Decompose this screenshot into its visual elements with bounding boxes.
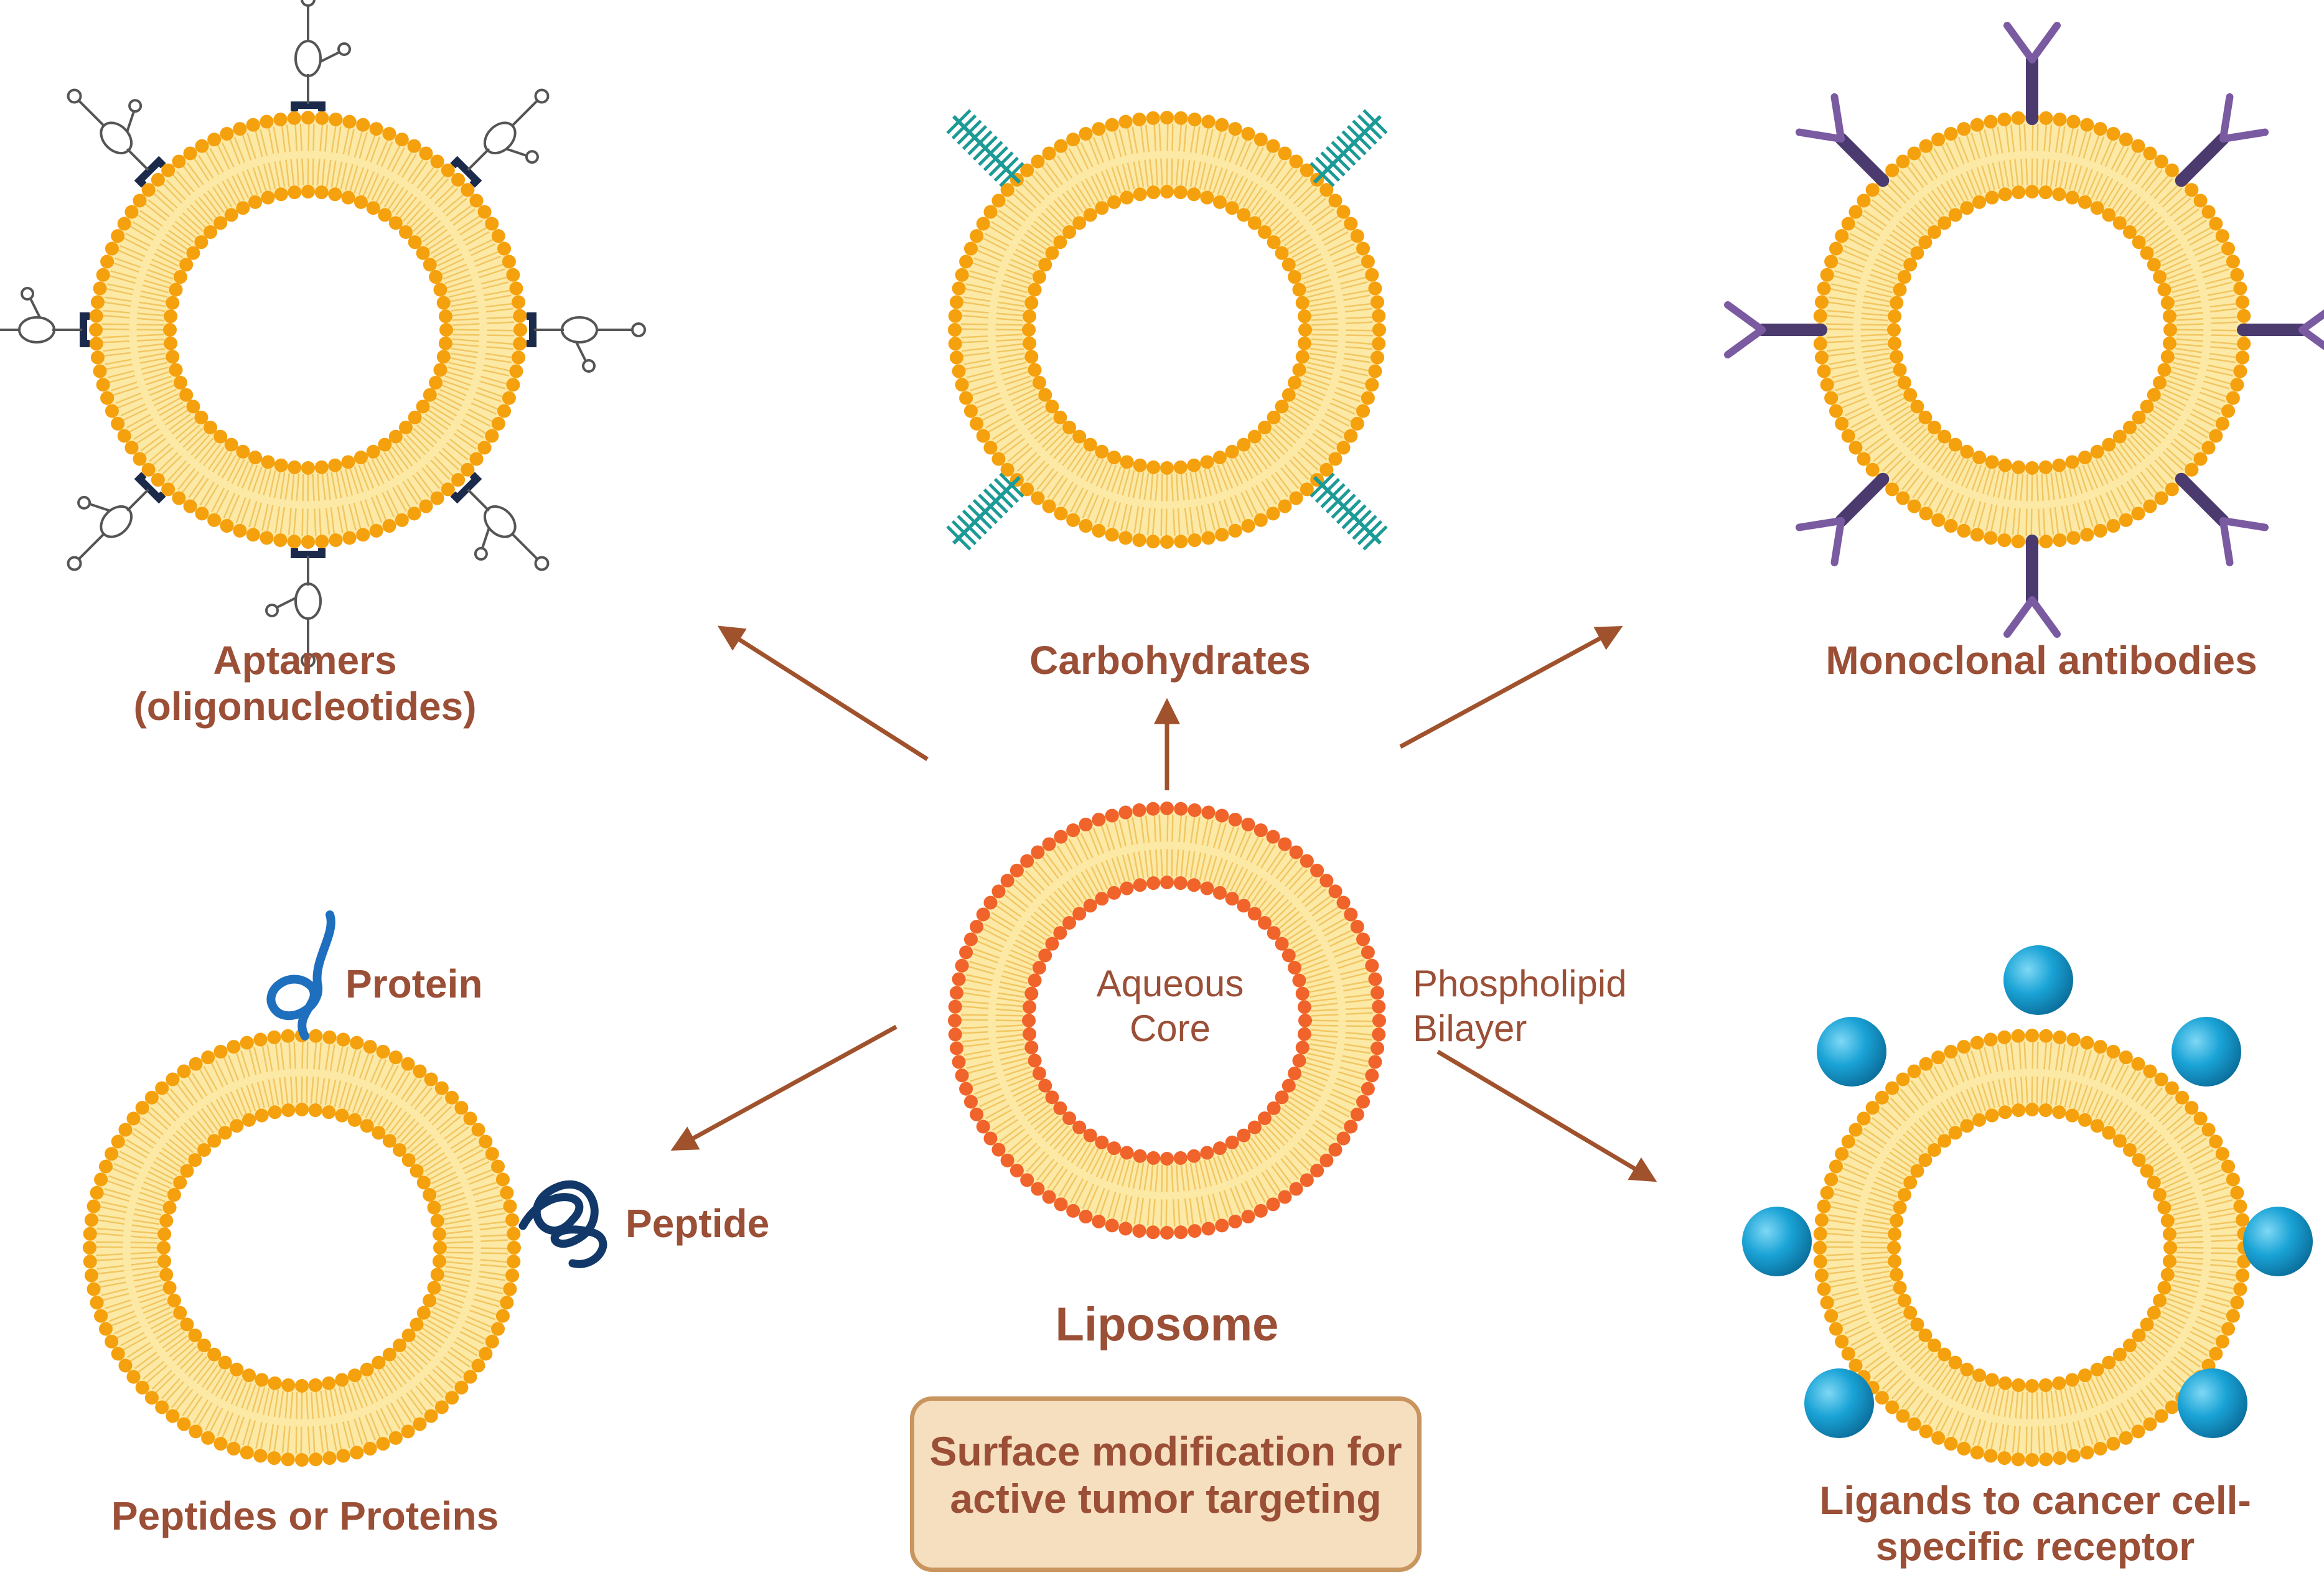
aptamer-4 [450,472,550,571]
antibody-4 [2175,472,2269,567]
aptamer-8 [67,88,166,188]
antibody-8 [1795,93,1890,187]
ligands-label: Ligands to cancer cell- specific recepto… [1780,1478,2290,1569]
aptamer-7 [0,287,90,347]
aptamer-liposome [89,111,527,549]
carbohydrate-2 [1310,109,1388,187]
aptamer-3 [527,312,646,373]
peptide-label: Peptide [626,1201,770,1246]
antibody-1 [2003,22,2061,125]
aptamer-5 [265,548,326,668]
liposomes-layer [83,111,2251,1467]
surface-ligands-layer [0,0,2324,1438]
aptamer-1 [291,0,351,111]
caption-box: Surface modification for active tumor ta… [910,1396,1422,1572]
carbohydrate-3 [1310,472,1388,551]
ligands-label-line2: specific receptor [1875,1523,2195,1569]
protein-label: Protein [345,961,483,1006]
ligand-ball-7 [2178,1368,2247,1438]
liposome-label: Liposome [1055,1298,1279,1351]
carbohydrate-liposome [948,111,1386,549]
ligand-ball-2 [1817,1017,1886,1087]
arrow-to-ligands [1436,1049,1657,1182]
caption-line2: active tumor targeting [950,1475,1382,1522]
antibody-liposome [1813,111,2251,549]
ligand-ball-1 [2003,945,2073,1015]
caption-box-text: Surface modification for active tumor ta… [914,1428,1417,1523]
ligand-ball-5 [2243,1207,2313,1276]
antibody-2 [2175,93,2269,187]
arrows-layer [670,625,1657,1182]
peptide-chain [518,1180,607,1268]
antibody-5 [2003,535,2061,638]
aqueous-core-line2: Core [1129,1007,1211,1049]
protein-chain [266,910,335,1040]
carbohydrates-label: Carbohydrates [1029,638,1311,683]
peptides-or-proteins-label: Peptides or Proteins [111,1494,499,1538]
caption-line1: Surface modification for [929,1428,1402,1474]
aqueous-core-label: Aqueous Core [1077,961,1263,1051]
antibody-6 [1795,472,1890,567]
aptamer-6 [67,472,166,571]
arrow-to-aptamers [717,625,929,761]
ligand-ball-4 [1742,1207,1812,1276]
phospholipid-bilayer-label: Phospholipid Bilayer [1413,961,1627,1051]
monoclonal-antibodies-label: Monoclonal antibodies [1825,638,2257,683]
antibody-3 [2237,309,2324,350]
arrow-to-antibodies [1399,625,1623,749]
carbohydrate-1 [946,109,1024,187]
phospholipid-bilayer-line2: Bilayer [1413,1007,1527,1049]
peptide-liposome [83,1029,521,1467]
arrow-to-peptides [670,1024,897,1151]
antibody-7 [1724,301,1827,358]
ligands-label-line1: Ligands to cancer cell- [1819,1478,2251,1523]
aqueous-core-line1: Aqueous [1096,963,1244,1004]
aptamer-2 [450,88,550,188]
aptamers-label-line2: (oligonucleotides) [133,683,477,729]
ligand-ball-6 [1804,1368,1874,1438]
aptamers-label-line1: Aptamers [213,638,397,683]
central-liposome [948,802,1386,1240]
ligand-ball-3 [2172,1017,2241,1087]
ligand-liposome [1813,1029,2251,1467]
phospholipid-bilayer-line1: Phospholipid [1413,963,1627,1004]
carbohydrate-4 [946,472,1024,551]
aptamers-label: Aptamers (oligonucleotides) [100,638,510,729]
